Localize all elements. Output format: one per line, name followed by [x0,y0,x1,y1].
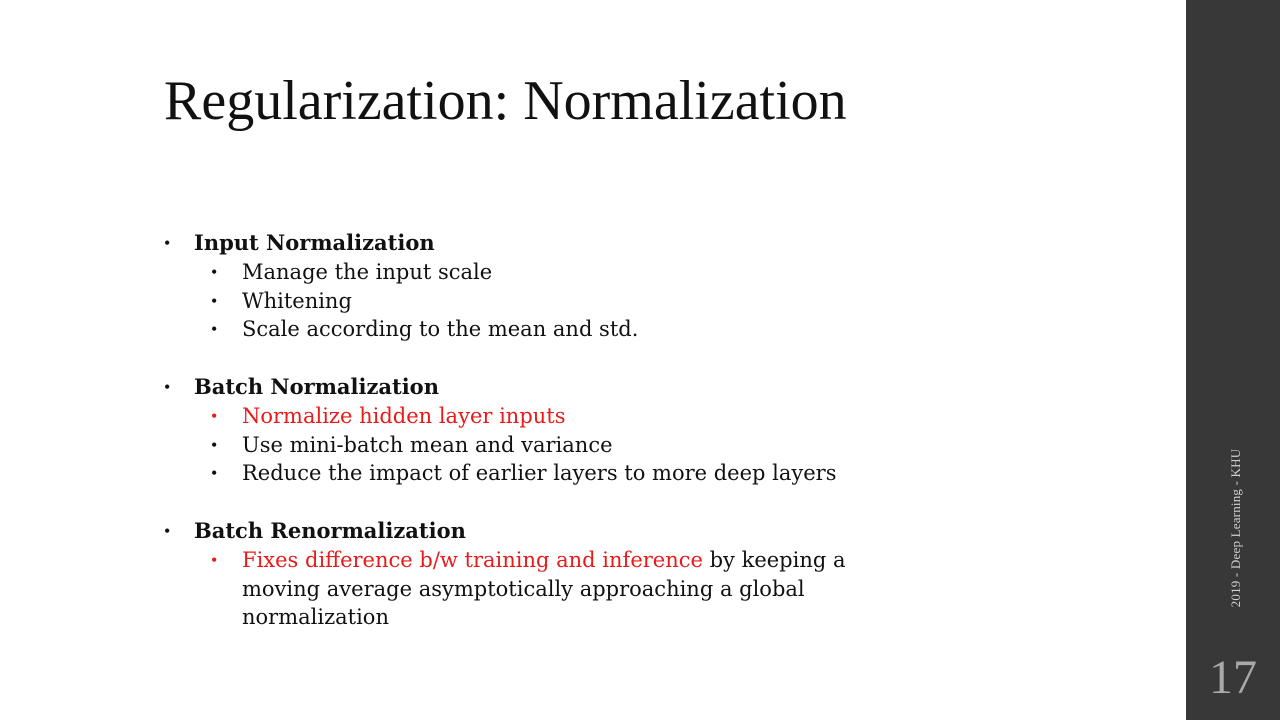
bullet-dot-icon: • [211,290,218,311]
sub-bullet-text: Reduce the impact of earlier layers to m… [242,461,837,486]
sub-bullet-text: Manage the input scale [242,259,493,284]
heading-text: Batch Normalization [194,373,439,399]
bullet-dot-icon: • [211,261,218,282]
sub-bullet-text: by keeping a moving average asymptotical… [242,547,846,630]
bullet-dot-icon: • [164,233,171,253]
slide-title: Regularization: Normalization [164,70,847,132]
bullet-dot-icon: • [211,549,218,570]
heading-text: Batch Renormalization [194,517,466,543]
section-input-normalization: • Input Normalization • Manage the input… [164,229,884,344]
bullet-heading: • Input Normalization [164,229,884,258]
bullet-dot-icon: • [211,434,218,455]
sub-bullet-highlight-text: Fixes difference b/w training and infere… [242,547,703,572]
sub-bullet: • Use mini-batch mean and variance [164,431,884,460]
sub-bullet-text: Normalize hidden layer inputs [242,403,566,428]
section-batch-normalization: • Batch Normalization • Normalize hidden… [164,373,884,488]
bullet-dot-icon: • [211,405,218,426]
sub-bullet: • Whitening [164,287,884,316]
sub-bullet-text: Use mini-batch mean and variance [242,432,613,457]
bullet-dot-icon: • [164,520,171,541]
sub-bullet-text: Whitening [242,288,352,313]
sub-bullet: • Scale according to the mean and std. [164,315,884,344]
sub-bullet: • Manage the input scale [164,258,884,287]
bullet-heading: • Batch Renormalization [164,517,884,546]
bullet-dot-icon: • [211,463,218,484]
sub-bullet: • Reduce the impact of earlier layers to… [164,459,884,488]
heading-text: Input Normalization [194,230,435,255]
sidebar-band [1186,0,1280,720]
sub-bullet-highlighted: • Normalize hidden layer inputs [164,402,884,431]
sub-bullet: • Fixes difference b/w training and infe… [164,546,852,632]
bullet-dot-icon: • [164,376,171,397]
bullet-dot-icon: • [211,319,218,340]
section-batch-renormalization: • Batch Renormalization • Fixes differen… [164,517,884,632]
slide-number: 17 [1209,651,1257,704]
bullet-list: • Input Normalization • Manage the input… [164,229,884,632]
bullet-heading: • Batch Normalization [164,373,884,402]
footer-label: 2019 - Deep Learning - KHU [1228,448,1243,608]
sub-bullet-text: Scale according to the mean and std. [242,317,639,342]
